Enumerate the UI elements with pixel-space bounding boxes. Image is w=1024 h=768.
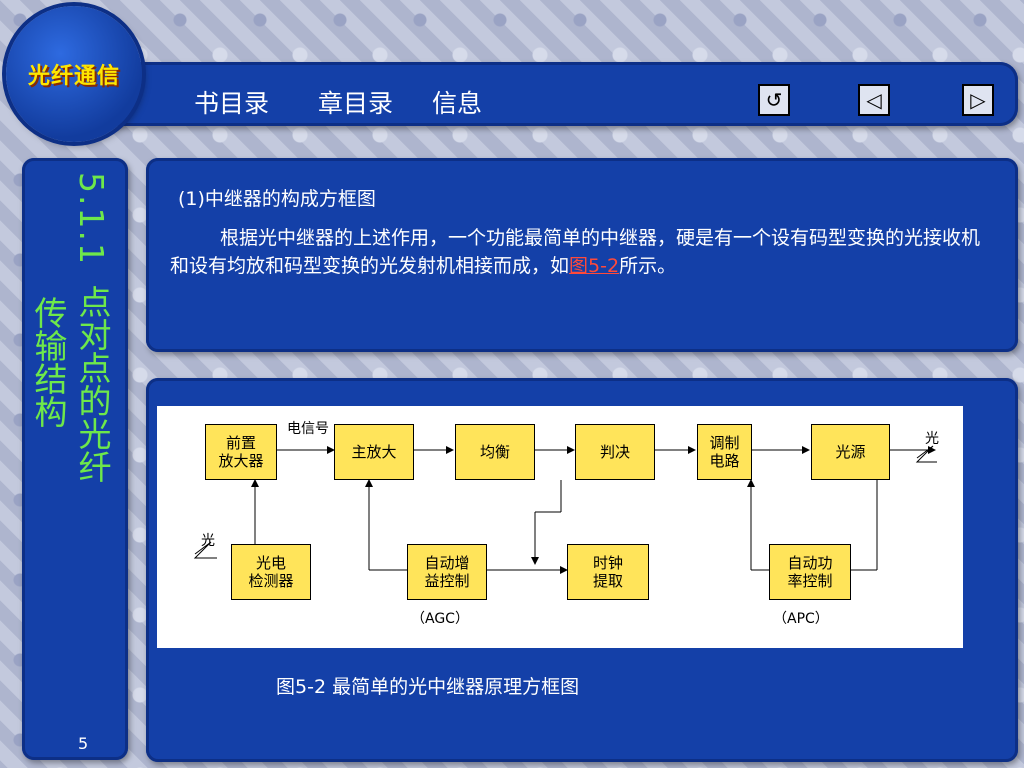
block-apc: 自动功 率控制: [769, 544, 851, 600]
nav-chapter-contents[interactable]: 章目录: [318, 89, 394, 118]
figure-caption: 图5-2 最简单的光中继器原理方框图: [276, 676, 580, 698]
label-apc: （APC）: [773, 611, 829, 627]
block-main-amplifier: 主放大: [334, 424, 414, 480]
block-clock-recovery: 时钟 提取: [567, 544, 649, 600]
figure-link[interactable]: 图5-2: [569, 255, 620, 277]
paragraph-main-text: 根据光中继器的上述作用，一个功能最简单的中继器，硬是有一个设有码型变换的光接收机…: [170, 227, 981, 277]
label-electrical-signal: 电信号: [287, 421, 329, 437]
label-light-output: 光: [925, 431, 939, 447]
text-panel: [146, 158, 1018, 352]
logo-text: 光纤通信: [27, 64, 120, 89]
block-diagram: 前置 放大器 主放大 均衡 判决 调制 电路 光源 光电 检测器 自动增 益控制…: [157, 406, 963, 648]
block-agc: 自动增 益控制: [407, 544, 487, 600]
triangle-right-icon: ▷: [970, 88, 986, 112]
side-panel: [22, 158, 128, 760]
previous-button[interactable]: ◁: [858, 84, 890, 116]
paragraph-tail-text: 所示。: [619, 255, 677, 277]
logo: [6, 6, 142, 142]
block-modulator: 调制 电路: [697, 424, 752, 480]
section-number: 5.1.1: [72, 172, 111, 266]
block-decision: 判决: [575, 424, 655, 480]
content-paragraph: 根据光中继器的上述作用，一个功能最简单的中继器，硬是有一个设有码型变换的光接收机…: [170, 224, 980, 280]
diagram-connectors: [193, 445, 937, 574]
section-title-line-1: 点对点的光纤: [73, 285, 112, 483]
nav-info[interactable]: 信息: [432, 89, 483, 118]
content-heading: (1)中继器的构成方框图: [178, 188, 376, 210]
return-button[interactable]: ↺: [758, 84, 790, 116]
page-number: 5: [78, 734, 89, 753]
triangle-left-icon: ◁: [866, 88, 882, 112]
block-light-source: 光源: [811, 424, 890, 480]
label-agc: （AGC）: [411, 611, 469, 627]
section-title-line-2: 传输结构: [29, 296, 68, 428]
block-photodetector: 光电 检测器: [231, 544, 311, 600]
label-light-input: 光: [201, 533, 215, 549]
return-icon: ↺: [765, 88, 783, 112]
next-button[interactable]: ▷: [962, 84, 994, 116]
nav-book-contents[interactable]: 书目录: [194, 89, 270, 118]
block-preamp: 前置 放大器: [205, 424, 277, 480]
block-equalizer: 均衡: [455, 424, 535, 480]
